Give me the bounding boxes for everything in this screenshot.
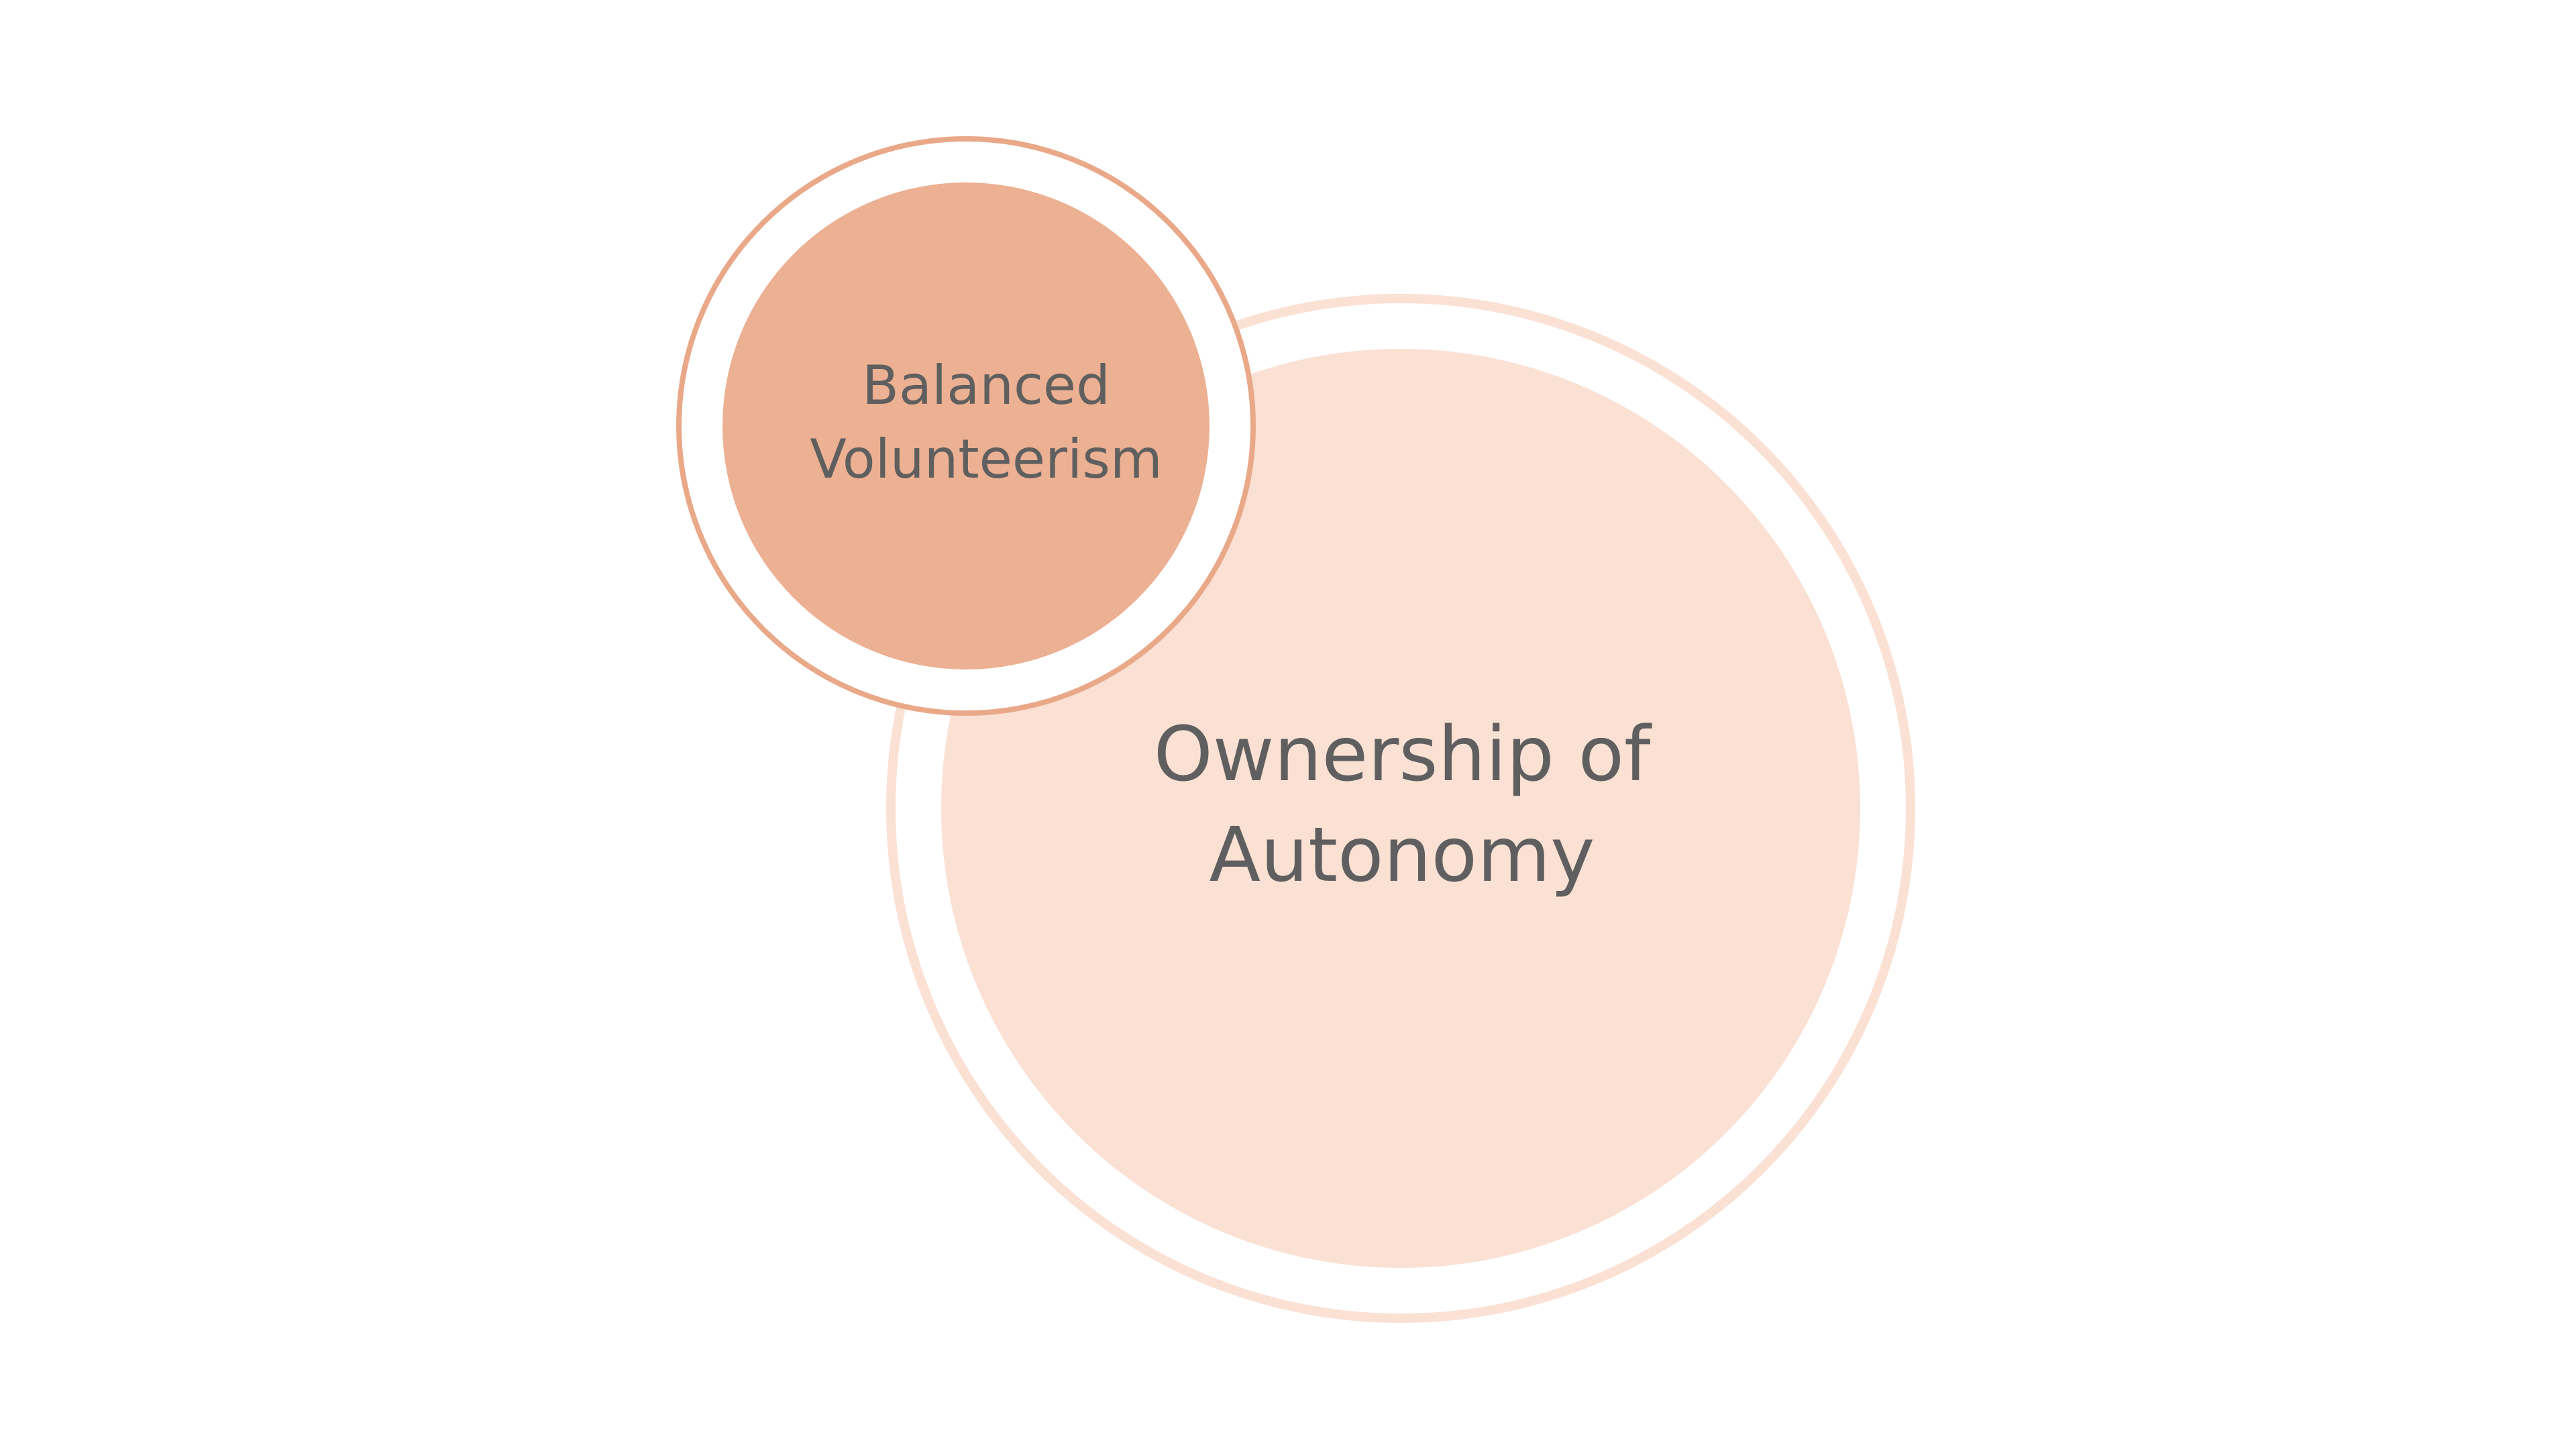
large-circle-outer-ring	[886, 294, 1915, 1323]
balanced-volunteerism-label: Balanced Volunteerism	[724, 349, 1248, 496]
small-circle-fill	[722, 182, 1210, 669]
small-circle-label-line-2: Volunteerism	[810, 428, 1163, 490]
large-circle-label-line-1: Ownership of	[1153, 711, 1651, 798]
ownership-of-autonomy-label: Ownership of Autonomy	[1000, 704, 1805, 906]
small-circle-label-line-1: Balanced	[862, 354, 1110, 417]
small-circle-outer-ring	[676, 136, 1256, 716]
large-circle-label-line-2: Autonomy	[1209, 812, 1595, 899]
